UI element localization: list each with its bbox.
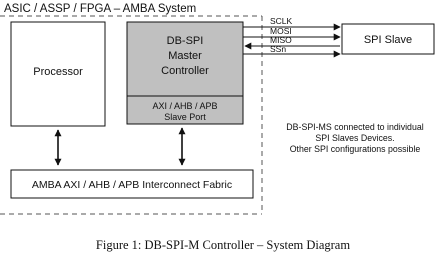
processor-box <box>10 21 106 127</box>
fabric-block: AMBA AXI / AHB / APB Interconnect Fabric <box>10 169 254 199</box>
system-boundary: ASIC / ASSP / FPGA – AMBA System <box>0 3 263 215</box>
processor-block: Processor <box>10 21 106 127</box>
note-line2: SPI Slaves Devices. <box>315 133 394 143</box>
spi-slave-block: SPI Slave <box>341 23 435 55</box>
figure-caption: Figure 1: DB-SPI-M Controller – System D… <box>96 238 350 252</box>
mosi-label: MOSI <box>270 26 292 36</box>
configuration-note: DB-SPI-MS connected to individual SPI Sl… <box>286 122 423 154</box>
miso-label: MISO <box>270 35 292 45</box>
fabric-label: AMBA AXI / AHB / APB Interconnect Fabric <box>32 179 232 191</box>
processor-label: Processor <box>33 66 83 78</box>
note-line3: Other SPI configurations possible <box>290 144 421 154</box>
controller-title-line2: Master <box>168 50 202 62</box>
ssn-label: SSn <box>270 44 286 54</box>
slave-port-line2: Slave Port <box>164 112 206 122</box>
sclk-label: SCLK <box>270 16 293 26</box>
spi-signals: SCLK MOSI MISO SSn <box>243 16 341 58</box>
controller-block: DB-SPI Master Controller AXI / AHB / APB… <box>126 21 244 125</box>
spi-slave-box <box>341 23 435 55</box>
slave-port-line1: AXI / AHB / APB <box>152 101 217 111</box>
controller-title-line1: DB-SPI <box>167 35 204 47</box>
spi-slave-label: SPI Slave <box>364 34 412 46</box>
note-line1: DB-SPI-MS connected to individual <box>286 122 423 132</box>
fabric-box <box>10 169 254 199</box>
system-title: ASIC / ASSP / FPGA – AMBA System <box>4 3 196 15</box>
controller-box <box>126 21 244 125</box>
controller-title-line3: Controller <box>161 65 209 77</box>
